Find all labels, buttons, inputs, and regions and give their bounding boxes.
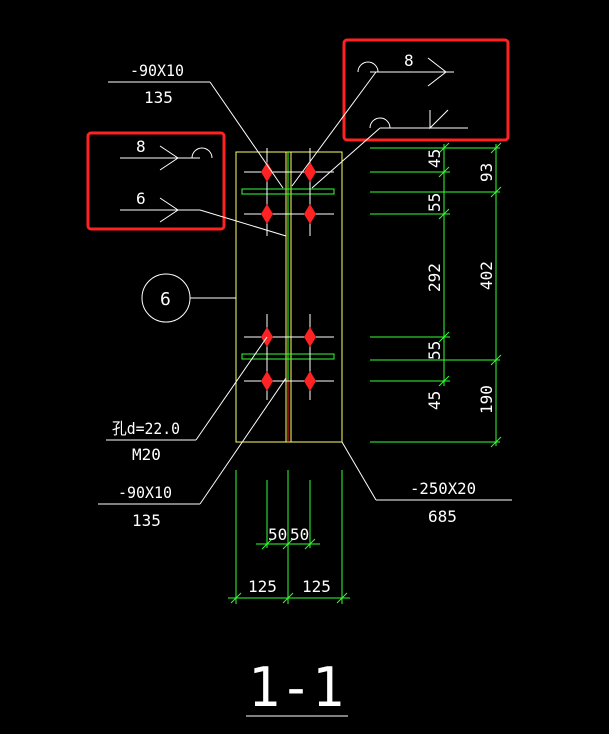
plate-top-length: 135 [144,88,173,107]
bolt-crosshairs [244,148,334,400]
dim-inner-3: 292 [425,263,444,292]
plate-top-spec: -90X10 [130,61,184,80]
weld-left-bottom-size: 6 [136,189,146,208]
vertical-dimension-lines [370,142,502,448]
dim-bottom-large-1: 125 [248,577,277,596]
dim-bottom-large-2: 125 [302,577,331,596]
bolt [261,204,273,224]
stiffener-plate-bottom [241,353,335,360]
dim-outer-1: 93 [477,163,496,182]
section-title: 1-1 [248,656,344,719]
horizontal-dimension-lines [228,470,350,604]
dim-inner-2: 55 [425,193,444,212]
weld-right-top-size: 8 [404,51,414,70]
dim-outer-3: 190 [477,385,496,414]
leader-end-plate [341,441,512,501]
stiffener-plate-top [241,188,335,195]
dim-inner-1: 45 [425,149,444,168]
bolt [304,327,316,347]
weld-symbol-left [120,145,287,237]
leader-top-plate [108,81,284,189]
bolt [304,371,316,391]
leader-hole [106,336,268,441]
plate-bottom-spec: -90X10 [118,483,172,502]
end-plate-spec: -250X20 [410,479,476,498]
weld-symbol-right [291,57,468,189]
bolt [261,371,273,391]
end-plate-length: 685 [428,507,457,526]
dim-bottom-small-1: 50 [268,525,287,544]
weld-left-top-size: 8 [136,137,146,156]
bolt [304,162,316,182]
plate-bottom-length: 135 [132,511,161,530]
dim-inner-4: 55 [425,341,444,360]
bolt [261,162,273,182]
detail-ref-number: 6 [160,289,171,310]
dim-inner-5: 45 [425,391,444,410]
bolts [261,162,316,391]
bolt [304,204,316,224]
hole-spec: 孔d=22.0 [112,419,180,438]
highlight-box-right [342,38,510,142]
leader-bottom-plate [98,377,287,505]
bolt-spec: M20 [132,445,161,464]
end-plate [235,151,343,443]
dim-outer-2: 402 [477,261,496,290]
highlight-box-left [86,131,226,231]
dim-bottom-small-2: 50 [290,525,309,544]
